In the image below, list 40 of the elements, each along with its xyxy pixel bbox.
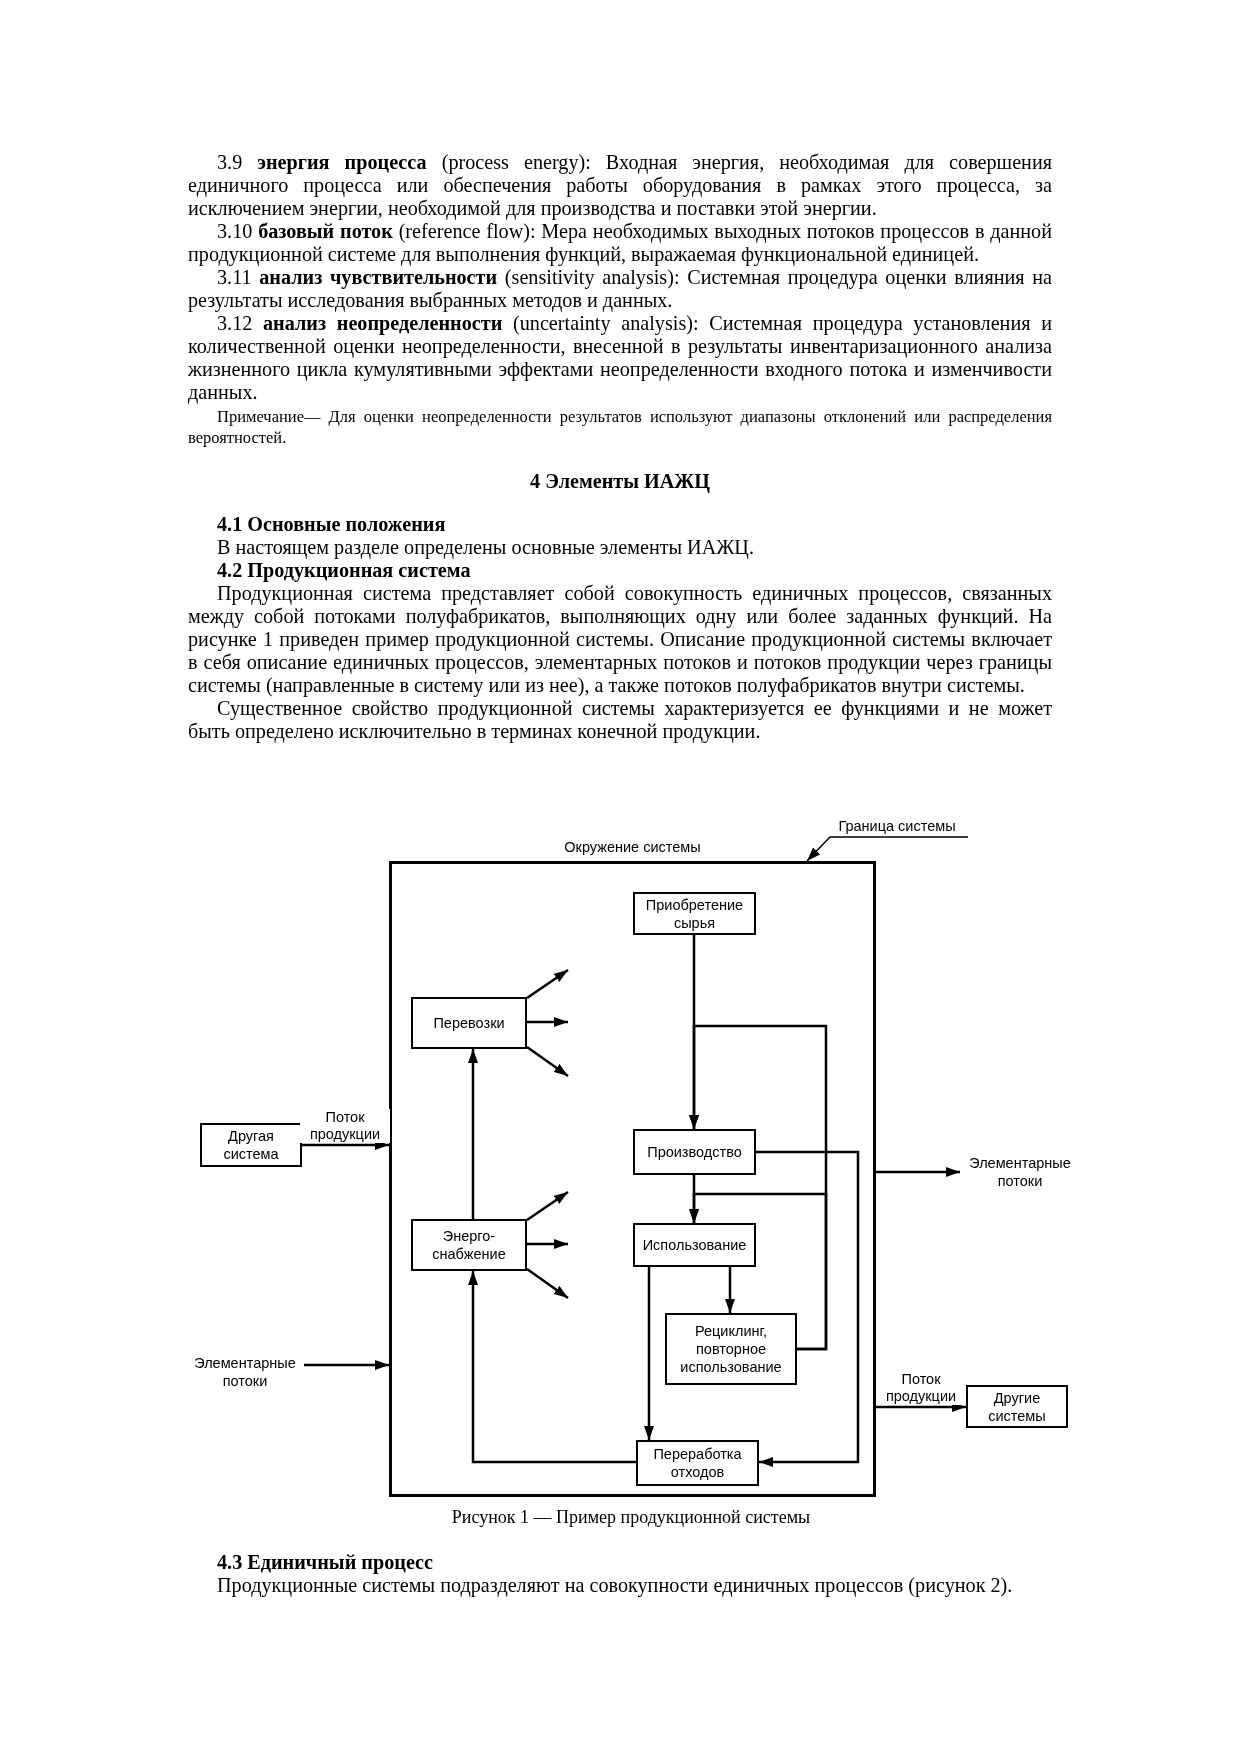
process-box: Перевозки [411, 997, 527, 1049]
process-box: Использование [633, 1223, 756, 1267]
paragraph: 3.10 базовый поток (reference flow): Мера необходимых выходных потоков процессов в данной продукционной системе для выполнения функций, выражаемая функциональной единицей. [188, 220, 1052, 266]
paragraph: Существенное свойство продукционной системы характеризуется ее функциями и не может быть определено исключительно в терминах конечной продукции. [188, 697, 1052, 743]
subsection-heading: 4.3 Единичный процесс [216, 1551, 435, 1574]
paragraph: В настоящем разделе определены основные элементы ИАЖЦ. [216, 536, 755, 559]
arrow [304, 1360, 389, 1370]
arrow [527, 1239, 568, 1249]
arrow [725, 1267, 735, 1313]
subsection-heading: 4.1 Основные положения [216, 513, 447, 536]
arrow [526, 968, 569, 1000]
arrow [468, 1271, 636, 1464]
edge-label: Поток продукции [300, 1109, 390, 1143]
paragraph: 3.12 анализ неопределенности (uncertainty analysis): Системная процедура установления и количественной оценки неопределенности, внесенной в результаты инвентаризационного анализа жизненного цикла кумулятивными эффектами неопределенности входного потока и изменчивости данных. [188, 312, 1052, 404]
process-box: Рециклинг, повторное использование [665, 1313, 797, 1385]
note-text: Примечание— Для оценки неопределенности результатов используют диапазоны отклонений или распределения вероятностей. [188, 406, 1052, 448]
arrow [527, 1017, 568, 1027]
arrow [876, 1167, 960, 1177]
arrow [468, 1049, 478, 1219]
system-box: Другая система [200, 1123, 302, 1167]
arrow [526, 1046, 569, 1077]
paragraph: Продукционная система представляет собой совокупность единичных процессов, связанных между собой потоками полуфабрикатов, выполняющих одну или более заданных функций. На рисунке 1 приведен пример продукционной системы. Описание продукционной системы включает в себя описание единичных процессов, элементарных потоков и потоков продукции через границы системы (направленные в систему или из нее), а также потоков полуфабрикатов внутри системы. [188, 582, 1052, 697]
section-heading: 4 Элементы ИАЖЦ [529, 470, 711, 493]
leader-line [806, 836, 969, 862]
arrow [689, 1192, 828, 1351]
arrow [756, 1150, 860, 1467]
paragraph: Продукционные системы подразделяют на совокупности единичных процессов (рисунок 2). [216, 1574, 1014, 1597]
arrow [644, 1267, 654, 1440]
arrow [526, 1190, 569, 1222]
figure-caption: Рисунок 1 — Пример продукционной системы [450, 1506, 812, 1529]
process-box: Энерго- снабжение [411, 1219, 527, 1271]
process-box: Переработка отходов [636, 1440, 759, 1486]
process-box: Приобретение сырья [633, 892, 756, 935]
boundary-title: Окружение системы [563, 838, 702, 856]
paragraph: 3.9 энергия процесса (process energy): Входная энергия, необходимая для совершения единичного процесса или обеспечения работы оборудования в рамках этого процесса, за исключением энергии, необходимой для производства и поставки этой энергии. [188, 151, 1052, 220]
subsection-heading: 4.2 Продукционная система [216, 559, 472, 582]
arrow [526, 1268, 569, 1299]
system-box: Другие системы [966, 1385, 1068, 1428]
paragraph: 3.11 анализ чувствительности (sensitivity analysis): Системная процедура оценки влияния на результаты исследования выбранных методов и данных. [188, 266, 1052, 312]
process-box: Производство [633, 1129, 756, 1175]
